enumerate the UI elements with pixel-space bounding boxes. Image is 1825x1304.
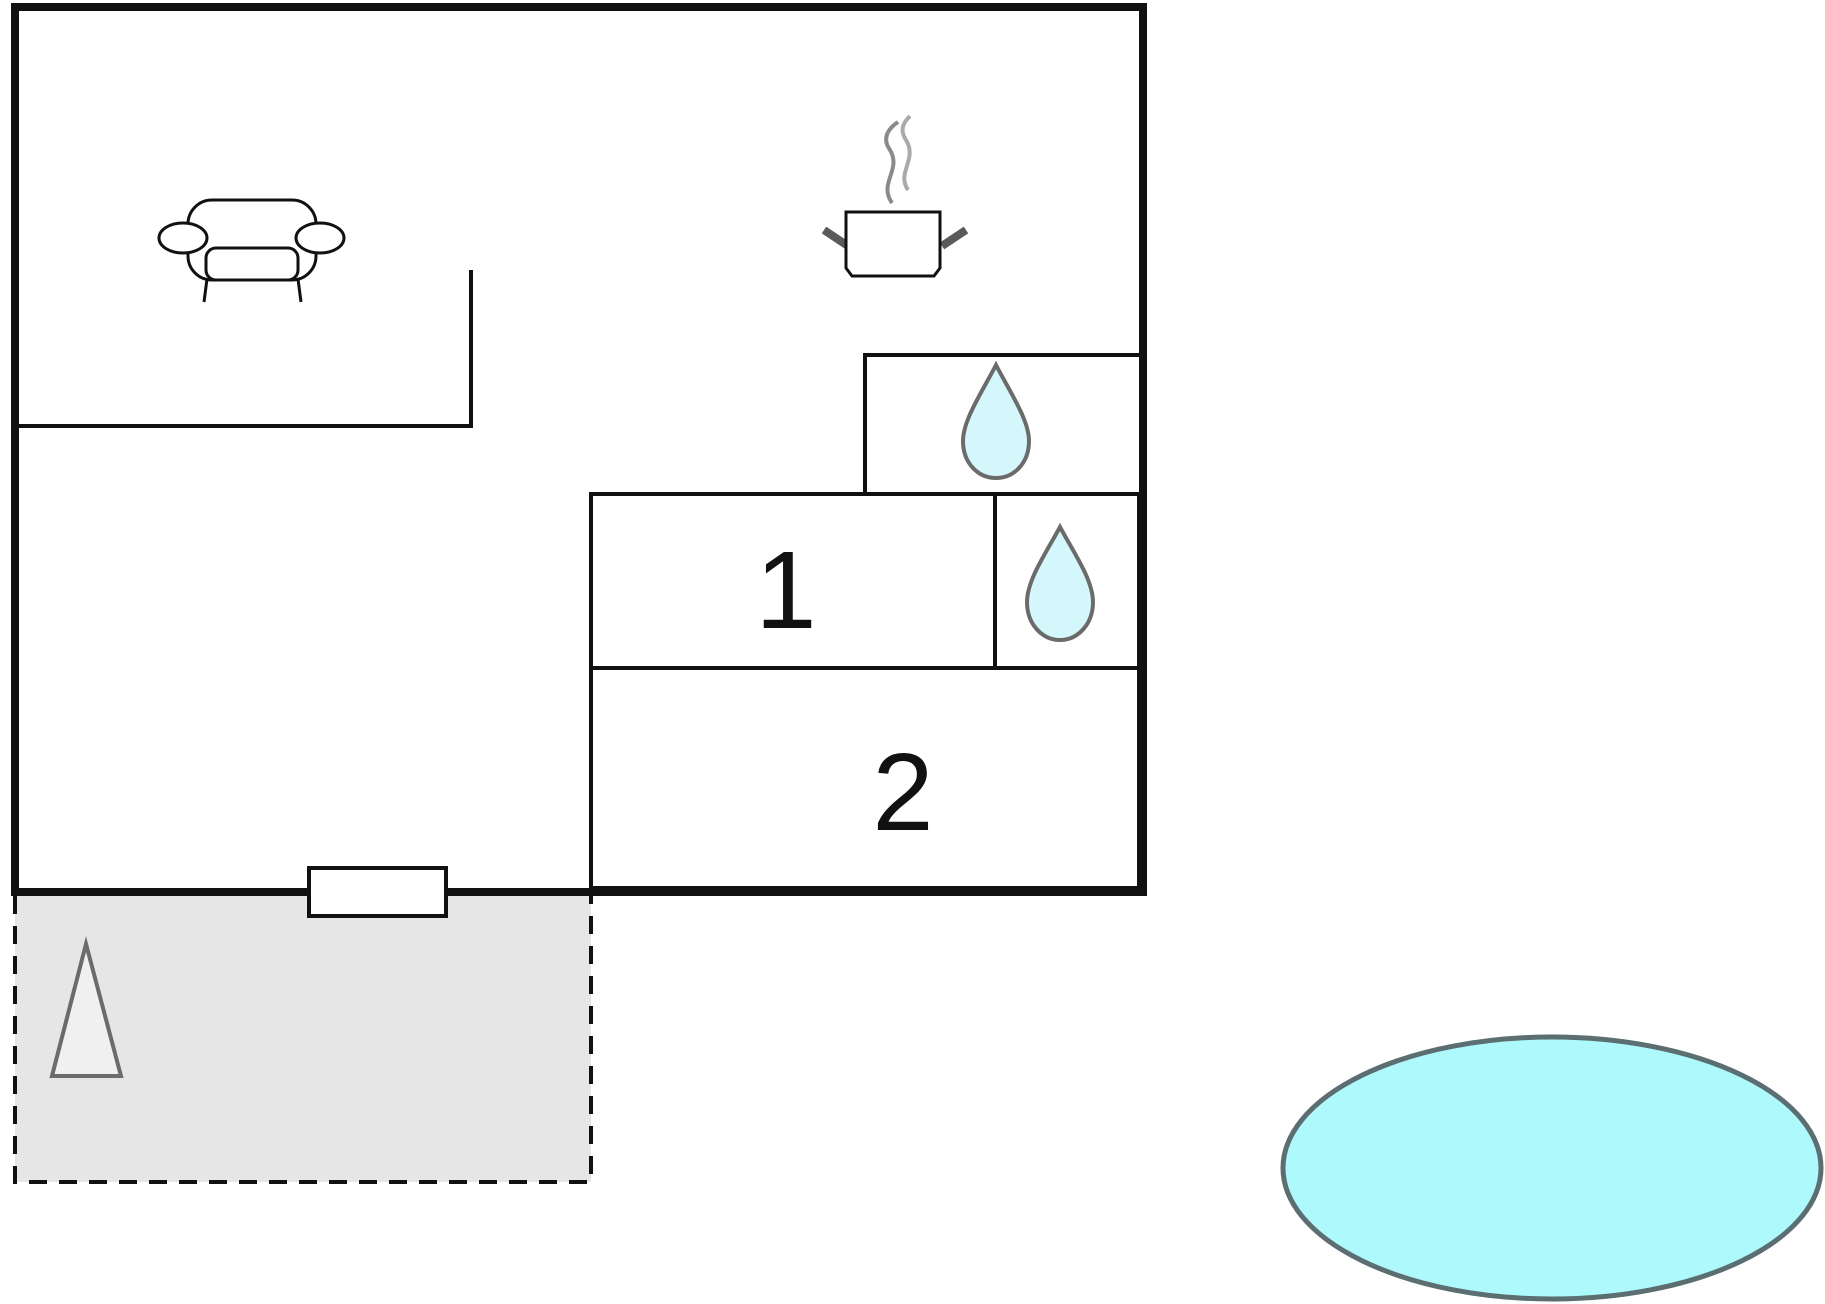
pool-icon [1280,1034,1824,1302]
tree-icon [49,936,124,1078]
outer-wall [11,3,1147,896]
bedroom-1-number: 1 [755,529,816,652]
cooking-pot-icon [821,114,969,278]
bedroom-2-room [589,666,1141,890]
bathroom-upper-wall [863,353,1139,494]
living-room-partition [19,270,473,428]
water-drop-icon [960,360,1032,481]
water-drop-icon [1024,522,1096,643]
door-icon [307,866,448,918]
bedroom-2-number: 2 [872,731,933,854]
sofa-icon [157,198,346,303]
